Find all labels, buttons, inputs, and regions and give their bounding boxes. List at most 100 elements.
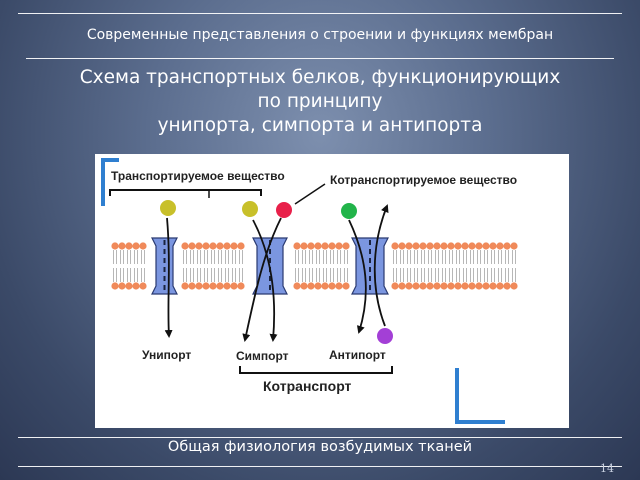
- lipid-tail: [232, 268, 236, 282]
- lipid-tail: [239, 250, 243, 264]
- lipid-head: [475, 282, 483, 290]
- lipid-tail: [477, 268, 481, 282]
- lipid-tail: [491, 250, 495, 264]
- lipid-head: [321, 242, 329, 250]
- lipid-head: [314, 282, 322, 290]
- slide-title-line-3: унипорта, симпорта и антипорта: [157, 115, 483, 136]
- lipid-head: [321, 282, 329, 290]
- lipid-tail: [470, 250, 474, 264]
- lipid-head: [391, 282, 399, 290]
- lipid-head: [181, 242, 189, 250]
- lipid-tail: [190, 268, 194, 282]
- lipid-head: [342, 242, 350, 250]
- lipid-head: [293, 242, 301, 250]
- lipid-tail: [211, 250, 215, 264]
- lipid-tail: [512, 250, 516, 264]
- lipid-tail: [498, 250, 502, 264]
- cotransport-bracket: [239, 366, 393, 374]
- lipid-head: [328, 282, 336, 290]
- lipid-tail: [463, 250, 467, 264]
- lipid-tail: [414, 250, 418, 264]
- lipid-head: [503, 282, 511, 290]
- lipid-tail: [211, 268, 215, 282]
- lipid-tail: [400, 250, 404, 264]
- lipid-head: [293, 282, 301, 290]
- lipid-tail: [183, 268, 187, 282]
- lipid-tail: [484, 250, 488, 264]
- lipid-head: [426, 242, 434, 250]
- uniport-label: Унипорт: [142, 348, 191, 362]
- lipid-tail: [491, 268, 495, 282]
- uniport-arrow: [164, 217, 173, 338]
- lipid-head: [209, 282, 217, 290]
- lipid-head: [440, 282, 448, 290]
- lipid-head: [118, 242, 126, 250]
- lipid-head: [125, 242, 133, 250]
- lipid-tail: [449, 250, 453, 264]
- lipid-tail: [407, 268, 411, 282]
- lipid-head: [461, 282, 469, 290]
- corner-accent-bottom-right: [455, 368, 505, 424]
- lipid-tail: [477, 250, 481, 264]
- antiport-cotransported-particle-purple: [377, 328, 393, 344]
- lipid-tail: [218, 268, 222, 282]
- lipid-head: [419, 282, 427, 290]
- slide-title: Схема транспортных белков, функционирующ…: [40, 66, 600, 138]
- lipid-head: [510, 282, 518, 290]
- lipid-tail: [204, 250, 208, 264]
- lipid-tail: [232, 250, 236, 264]
- transported-label-bracket: [109, 189, 262, 196]
- slide-title-line-1: Схема транспортных белков, функционирующ…: [79, 67, 561, 88]
- lipid-head: [342, 282, 350, 290]
- header-rule: [26, 58, 614, 59]
- cotransported-label-pointer: [294, 183, 326, 205]
- lipid-tail: [337, 250, 341, 264]
- lipid-tail: [309, 250, 313, 264]
- lipid-head: [496, 282, 504, 290]
- lipid-tail: [323, 250, 327, 264]
- lipid-tail: [456, 250, 460, 264]
- lipid-head: [125, 282, 133, 290]
- lipid-tail: [337, 268, 341, 282]
- lipid-tail: [393, 268, 397, 282]
- symport-label: Симпорт: [236, 349, 289, 363]
- symport-arrow-transported: [252, 219, 278, 342]
- lipid-head: [202, 282, 210, 290]
- lipid-tail: [316, 250, 320, 264]
- antiport-protein: [351, 237, 389, 295]
- lipid-tail: [225, 268, 229, 282]
- lipid-head: [223, 282, 231, 290]
- transport-diagram: Транспортируемое вещество Котранспортиру…: [95, 154, 569, 428]
- lipid-tail: [127, 268, 131, 282]
- lipid-tail: [316, 268, 320, 282]
- lipid-tail: [428, 250, 432, 264]
- lipid-head: [209, 242, 217, 250]
- lipid-head: [237, 242, 245, 250]
- lipid-head: [300, 282, 308, 290]
- lipid-tail: [330, 250, 334, 264]
- footer-title: Общая физиология возбудимых тканей: [167, 439, 473, 455]
- lipid-head: [335, 282, 343, 290]
- lipid-tail: [141, 250, 145, 264]
- lipid-tail: [183, 250, 187, 264]
- lipid-head: [237, 282, 245, 290]
- lipid-head: [314, 242, 322, 250]
- lipid-tail: [197, 268, 201, 282]
- lipid-tail: [204, 268, 208, 282]
- lipid-tail: [309, 268, 313, 282]
- lipid-tail: [197, 250, 201, 264]
- lipid-tail: [113, 268, 117, 282]
- lipid-head: [300, 242, 308, 250]
- lipid-head: [188, 242, 196, 250]
- lipid-head: [188, 282, 196, 290]
- lipid-head: [482, 282, 490, 290]
- footer-rule-top: [18, 437, 622, 438]
- lipid-head: [307, 242, 315, 250]
- lipid-tail: [190, 250, 194, 264]
- lipid-tail: [302, 268, 306, 282]
- lipid-head: [461, 242, 469, 250]
- lipid-head: [223, 242, 231, 250]
- lipid-head: [398, 282, 406, 290]
- lipid-head: [307, 282, 315, 290]
- lipid-tail: [498, 268, 502, 282]
